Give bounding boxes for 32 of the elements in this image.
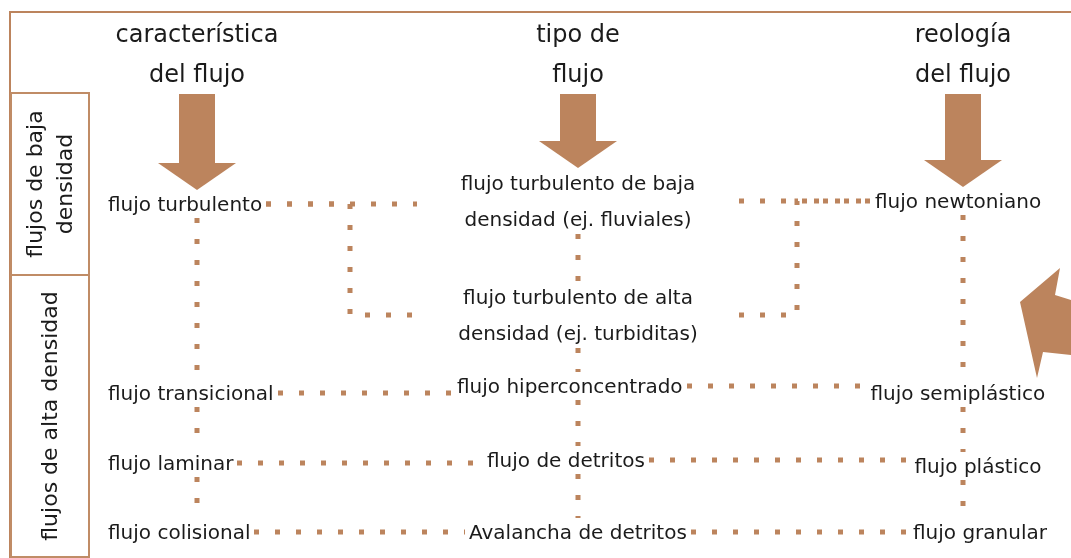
flow-type-label: flujo de detritos: [487, 447, 645, 474]
row-label-box: [10, 274, 90, 558]
row-heading: flujos de alta densidad: [36, 290, 63, 543]
column-heading: tipo de flujo: [535, 19, 621, 90]
flow-type-label: flujo newtoniano: [875, 188, 1042, 215]
block-arrow: [924, 94, 1002, 187]
dotted-connector: [739, 198, 871, 204]
dotted-connector: [575, 348, 581, 372]
flow-type-label: flujo turbulento de alta densidad (ej. turbiditas): [457, 284, 699, 347]
column-heading: reología del flujo: [913, 19, 1013, 90]
block-arrow: [539, 94, 617, 168]
block-arrow: [158, 94, 236, 190]
row-label-box: [10, 92, 90, 276]
dotted-connector: [691, 529, 909, 535]
column-heading: característica del flujo: [114, 19, 280, 90]
flow-type-label: flujo laminar: [108, 450, 234, 477]
dotted-connector: [278, 390, 453, 396]
flow-type-label: flujo plástico: [914, 453, 1042, 480]
row-heading: flujos de baja densidad: [21, 109, 78, 260]
flow-type-label: flujo semiplástico: [870, 380, 1046, 407]
dotted-connector: [575, 400, 581, 446]
flow-type-label: flujo turbulento: [108, 191, 263, 218]
dotted-connector: [960, 407, 966, 452]
dotted-connector: [575, 234, 581, 282]
flow-type-label: flujo granular: [913, 519, 1047, 546]
flow-type-label: flujo turbulento de baja densidad (ej. fluviales): [459, 170, 697, 233]
flow-type-label: flujo hiperconcentrado: [457, 373, 683, 400]
flow-type-label: Avalancha de detritos: [469, 519, 687, 546]
flow-type-label: flujo colisional: [108, 519, 251, 546]
flow-type-label: flujo transicional: [108, 380, 274, 407]
dotted-connector: [575, 474, 581, 518]
dotted-connector: [254, 529, 465, 535]
